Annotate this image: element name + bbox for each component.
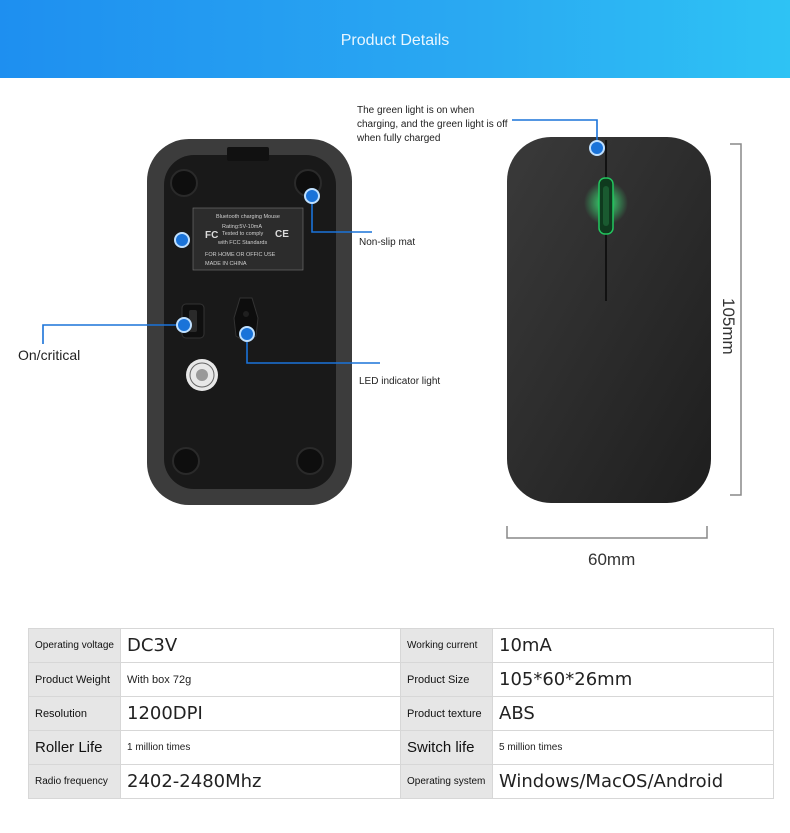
label-rating: Rating:5V-10mA [222, 224, 262, 230]
spec-value: 2402-2480Mhz [120, 764, 401, 799]
table-row: Roller Life 1 million times Switch life … [28, 730, 774, 765]
spec-value: With box 72g [120, 662, 401, 697]
spec-value: 1 million times [120, 730, 401, 765]
label-line1: Bluetooth charging Mouse [216, 214, 280, 220]
spec-value: 105*60*26mm [492, 662, 774, 697]
spec-key: Roller Life [28, 730, 121, 765]
spec-value: 5 million times [492, 730, 774, 765]
label-use: FOR HOME OR OFFIC USE [205, 252, 276, 258]
spec-key: Radio frequency [28, 764, 121, 799]
fcc-mark: FC [205, 230, 218, 241]
callout-green-light: The green light is on when charging, and… [357, 105, 508, 144]
spec-table: Operating voltage DC3V Working current 1… [28, 628, 774, 799]
table-row: Resolution 1200DPI Product texture ABS [28, 696, 774, 731]
table-row: Radio frequency 2402-2480Mhz Operating s… [28, 764, 774, 799]
dimension-height: 105mm [719, 298, 738, 355]
label-made: MADE IN CHINA [205, 261, 247, 267]
dimension-lines [506, 143, 742, 539]
label-fcc2: with FCC Standards [217, 240, 267, 246]
spec-key: Resolution [28, 696, 121, 731]
spec-value: Windows/MacOS/Android [492, 764, 774, 799]
mouse-top-view [507, 137, 711, 503]
spec-key: Operating voltage [28, 628, 121, 663]
product-illustration: Bluetooth charging Mouse FC Rating:5V-10… [42, 119, 742, 539]
spec-value: DC3V [120, 628, 401, 663]
table-row: Product Weight With box 72g Product Size… [28, 662, 774, 697]
spec-key: Operating system [400, 764, 493, 799]
header-banner: Product Details [0, 0, 790, 78]
table-row: Operating voltage DC3V Working current 1… [28, 628, 774, 663]
spec-key: Product Weight [28, 662, 121, 697]
spec-key: Switch life [400, 730, 493, 765]
callout-non-slip: Non-slip mat [359, 237, 416, 248]
page-title: Product Details [340, 32, 450, 49]
callout-led: LED indicator light [359, 376, 441, 387]
callout-markers [174, 140, 605, 342]
ce-mark: CE [275, 229, 289, 240]
mouse-bottom-view: Bluetooth charging Mouse FC Rating:5V-10… [147, 139, 352, 505]
label-fcc1: Tested to comply [222, 231, 264, 237]
dimension-width: 60mm [588, 550, 636, 569]
spec-key: Working current [400, 628, 493, 663]
spec-value: 1200DPI [120, 696, 401, 731]
spec-value: ABS [492, 696, 774, 731]
callout-on-critical: On/critical [18, 347, 81, 363]
spec-value: 10mA [492, 628, 774, 663]
spec-key: Product texture [400, 696, 493, 731]
spec-key: Product Size [400, 662, 493, 697]
